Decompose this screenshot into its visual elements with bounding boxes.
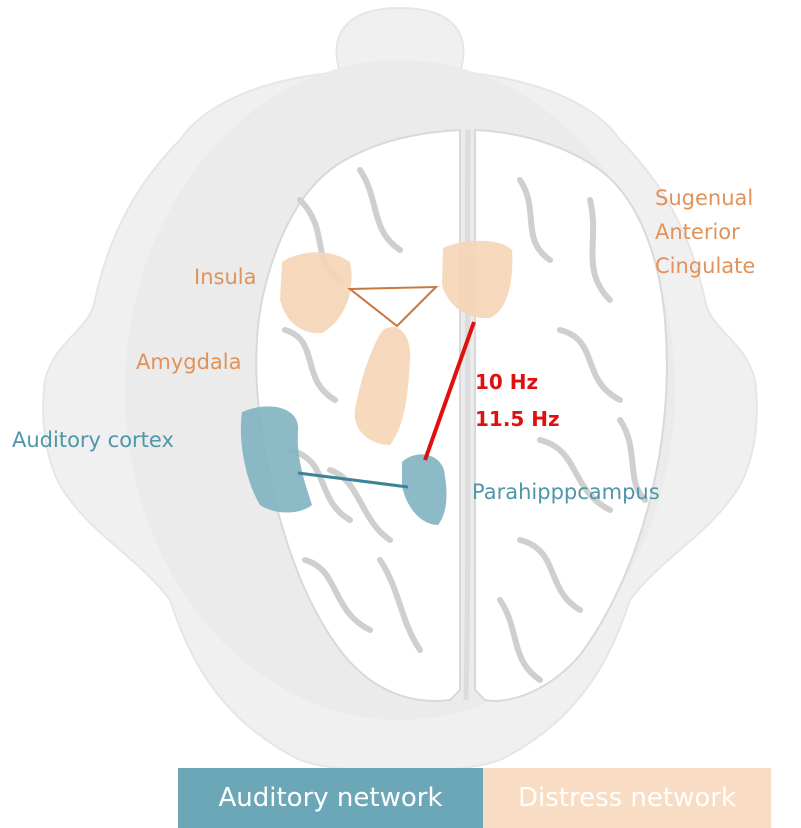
frequency-label: 11.5 Hz [475, 407, 560, 431]
subgenual-label-line: Cingulate [655, 249, 755, 283]
legend-distress-network: Distress network [483, 768, 771, 828]
insula-label: Insula [194, 265, 256, 289]
subgenual-label-line: Anterior [655, 215, 755, 249]
midline-fissure [466, 130, 468, 700]
subgenual-label: Sugenual Anterior Cingulate [655, 181, 755, 283]
frequency-label: 10 Hz [475, 370, 538, 394]
amygdala-label: Amygdala [136, 350, 241, 374]
legend-auditory-network: Auditory network [178, 768, 483, 828]
subgenual-label-line: Sugenual [655, 181, 755, 215]
parahippocampus-label: Parahipppcampus [472, 480, 660, 504]
auditory-cortex-label: Auditory cortex [12, 428, 174, 452]
